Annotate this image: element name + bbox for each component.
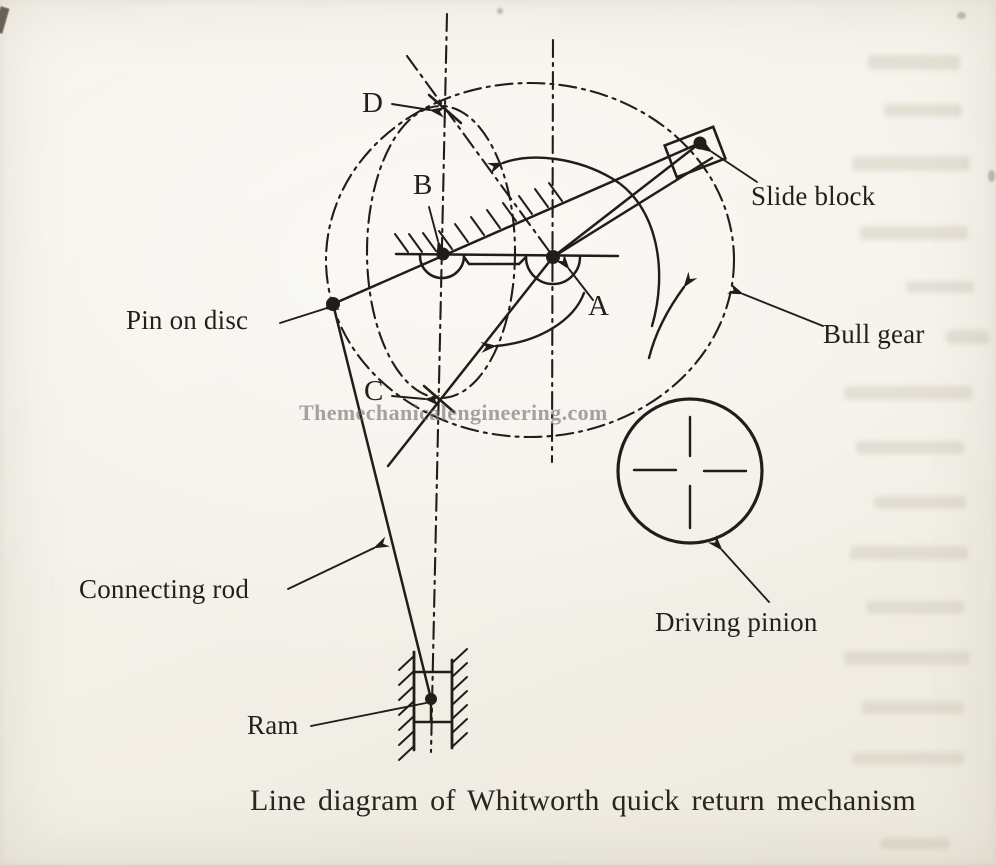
driving-pinion-group <box>616 397 764 545</box>
ram-pin <box>425 693 437 705</box>
scan-smudge <box>844 651 970 665</box>
disc-pin <box>326 297 340 311</box>
scan-smudge <box>880 838 950 849</box>
pivot-shoe-b <box>418 254 466 280</box>
scan-smudge <box>862 701 964 714</box>
label-ram: Ram <box>247 710 299 740</box>
label-bull-gear: Bull gear <box>823 319 925 349</box>
frame-bracket <box>462 255 528 266</box>
bull-gear-pitch-circle <box>324 81 736 439</box>
ram-guide-hatching-right <box>451 648 468 748</box>
rotation-arc-upper <box>487 156 661 328</box>
label-driving-pinion: Driving pinion <box>655 607 818 637</box>
pivot-b-pin <box>436 247 450 261</box>
scan-speck <box>957 12 966 19</box>
crank-arm-upper-edge <box>551 141 702 259</box>
bull-gear-rotation-arrow <box>647 271 698 360</box>
extreme-position-line-da <box>405 54 551 253</box>
leader-bull-gear <box>727 283 824 327</box>
scan-smudge <box>856 441 964 454</box>
leader-ram <box>310 702 427 727</box>
leader-d <box>391 103 446 118</box>
scan-smudge <box>852 752 964 765</box>
scan-smudge <box>884 104 962 117</box>
connecting-rod-link <box>331 302 433 701</box>
slotted-lever-link <box>331 141 702 306</box>
scan-smudge <box>852 156 970 171</box>
centerlines-group <box>324 12 736 754</box>
figure-caption: Line diagram of Whitworth quick return m… <box>250 784 916 817</box>
scan-smudge <box>866 601 964 614</box>
leader-slide-block <box>696 139 758 183</box>
scan-smudge <box>868 55 960 70</box>
label-pin-on-disc: Pin on disc <box>126 305 249 335</box>
driving-pinion-center-cross <box>632 415 748 530</box>
ram-guide-hatching-left <box>398 655 415 761</box>
scan-speck <box>497 8 503 14</box>
scan-smudge <box>844 386 972 400</box>
label-slide-block: Slide block <box>751 181 876 211</box>
leader-c <box>391 394 441 406</box>
pivot-a-pin <box>546 250 560 264</box>
pivot-shoe-a <box>524 255 582 286</box>
leader-lines <box>279 103 824 727</box>
label-point-a: A <box>588 290 610 322</box>
scan-smudge <box>874 496 966 509</box>
slide-block-pin <box>693 136 707 150</box>
extreme-position-line-ac <box>386 255 555 468</box>
leader-a <box>555 253 594 301</box>
ground-hatching <box>394 182 563 253</box>
site-watermark: Themechanicalengineering.com <box>299 400 608 425</box>
leader-b <box>428 206 448 257</box>
driving-pinion-circle <box>616 397 764 545</box>
ram-assembly <box>398 648 468 761</box>
vertical-centerline-bdc-ram <box>429 12 449 754</box>
fixed-link-ab <box>394 252 620 258</box>
label-point-d: D <box>362 87 384 119</box>
scan-smudge <box>850 546 968 560</box>
leader-connecting-rod <box>287 536 390 590</box>
scan-smudge <box>860 226 968 240</box>
scan-smudge <box>946 330 990 344</box>
pivot-pins <box>326 136 707 705</box>
leader-driving-pinion <box>707 535 770 603</box>
scan-smudge <box>906 281 974 293</box>
slide-block-outline <box>662 125 728 179</box>
leader-pin-on-disc <box>279 299 340 324</box>
scan-speck <box>988 170 995 182</box>
vertical-centerline-a <box>550 38 555 464</box>
rotation-arc-lower <box>480 291 586 353</box>
label-point-c: C <box>364 375 384 407</box>
label-connecting-rod: Connecting rod <box>79 574 250 604</box>
rotation-arrows <box>480 156 698 360</box>
label-point-b: B <box>413 169 433 201</box>
